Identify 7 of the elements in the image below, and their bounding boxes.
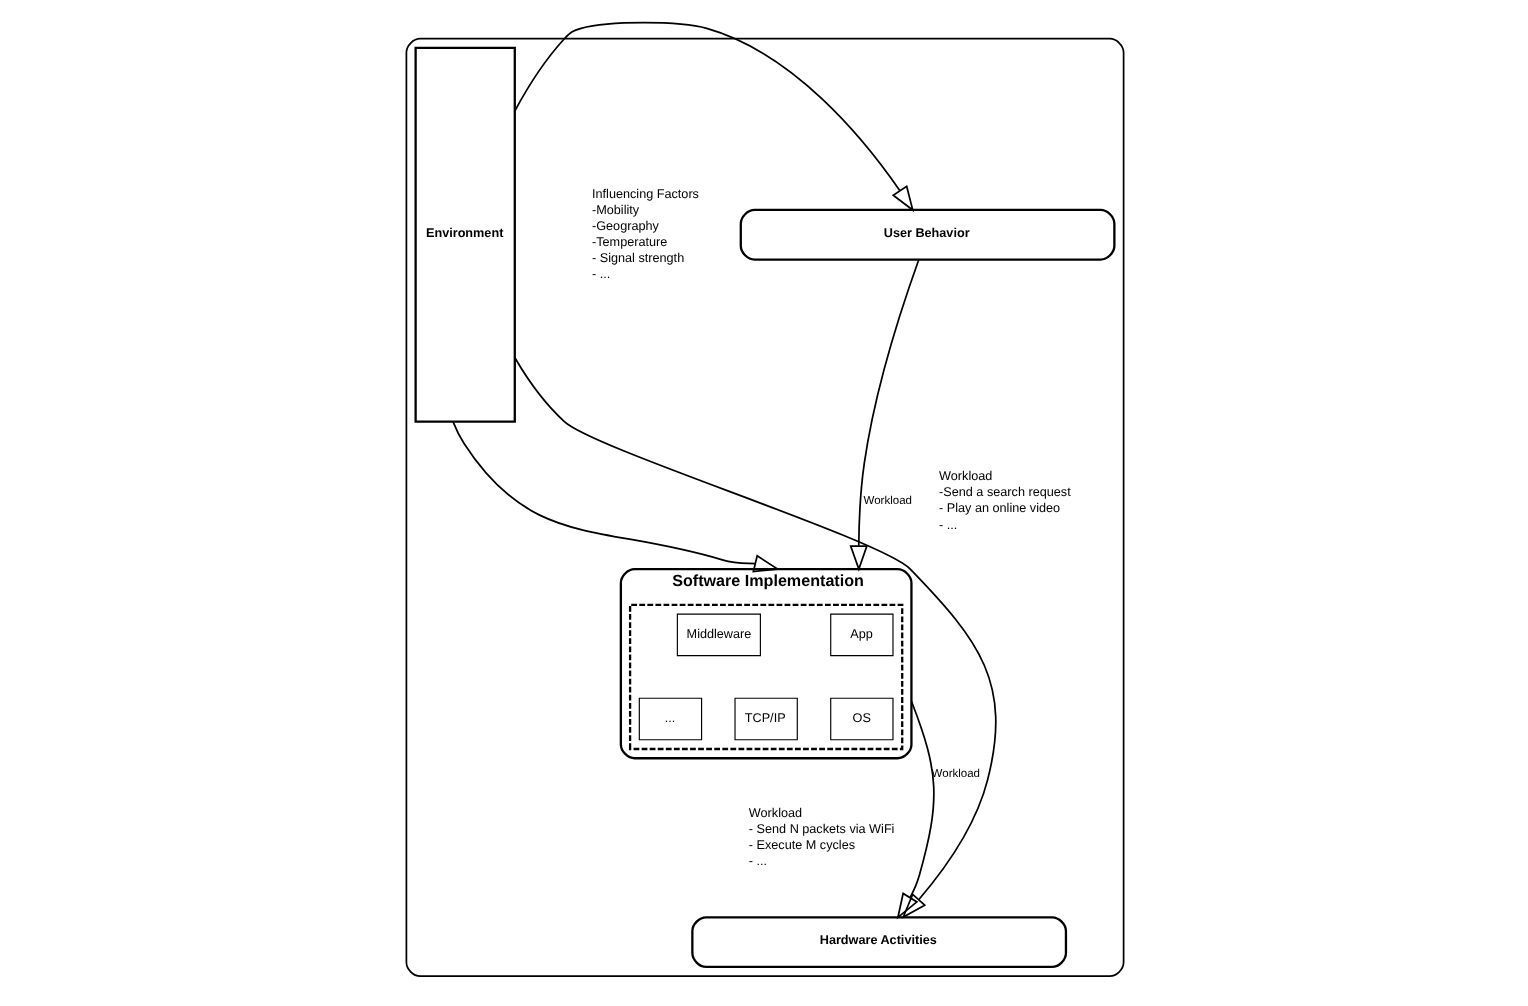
arrow bbox=[451, 420, 780, 572]
arrow bbox=[513, 355, 996, 918]
cluster bbox=[404, 36, 1124, 977]
arrow bbox=[895, 699, 934, 919]
arrow bbox=[848, 257, 919, 571]
arrow bbox=[513, 20, 914, 212]
cluster bbox=[627, 602, 903, 750]
